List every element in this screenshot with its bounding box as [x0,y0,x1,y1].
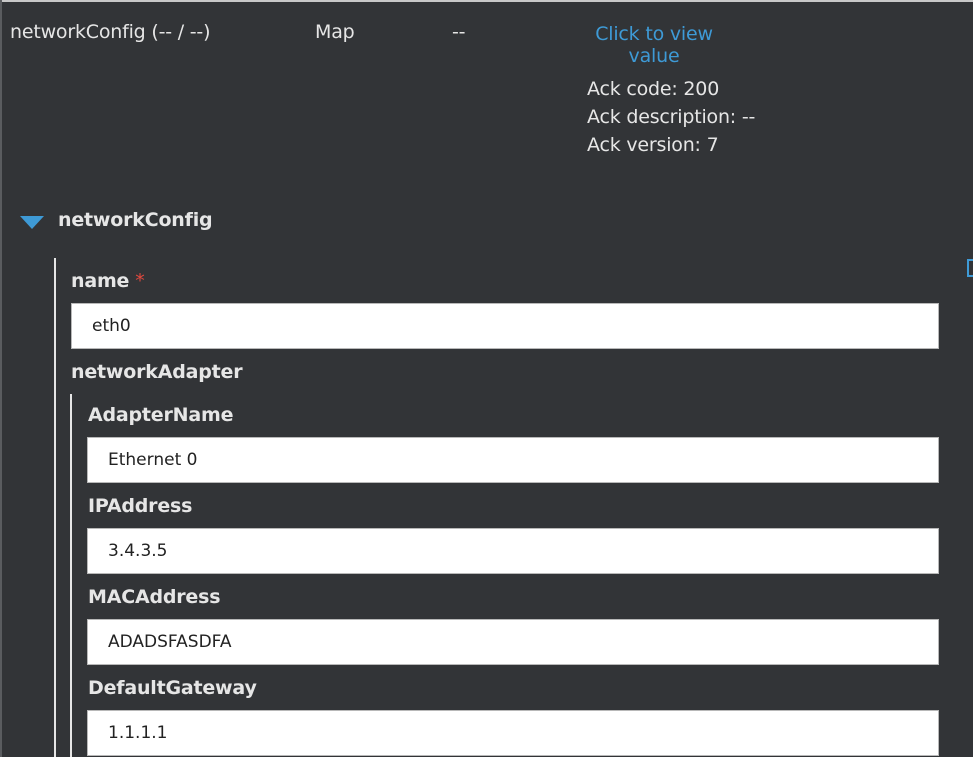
ack-description: Ack description: -- [587,106,756,128]
ip-address-input[interactable] [87,528,939,574]
ack-version: Ack version: 7 [587,134,719,156]
name-label-text: name [71,270,130,292]
property-summary-row: networkConfig (-- / --) Map -- Click to … [0,0,973,180]
mac-address-input[interactable] [87,619,939,665]
adapter-name-input[interactable] [87,437,939,483]
section-title: networkConfig [58,209,213,231]
property-type: Map [315,21,355,43]
expanded-triangle-icon[interactable] [20,215,44,229]
left-border [0,0,2,757]
name-label: name* [71,270,145,292]
name-input[interactable] [71,303,939,349]
required-marker: * [135,270,145,292]
network-adapter-label: networkAdapter [71,361,243,383]
top-border [0,0,973,2]
bracket-icon[interactable] [967,259,973,277]
mac-address-label: MACAddress [88,586,221,608]
network-config-section-toggle[interactable]: networkConfig [20,207,213,233]
nested-guide-line [70,394,72,757]
default-gateway-input[interactable] [87,710,939,756]
default-gateway-label: DefaultGateway [88,677,257,699]
view-value-link[interactable]: Click to view value [595,23,713,67]
adapter-name-label: AdapterName [88,404,234,426]
property-name: networkConfig (-- / --) [10,21,211,43]
property-value: -- [452,21,466,43]
ip-address-label: IPAddress [88,495,193,517]
ack-code: Ack code: 200 [587,78,720,100]
nesting-guide-line [54,258,56,757]
